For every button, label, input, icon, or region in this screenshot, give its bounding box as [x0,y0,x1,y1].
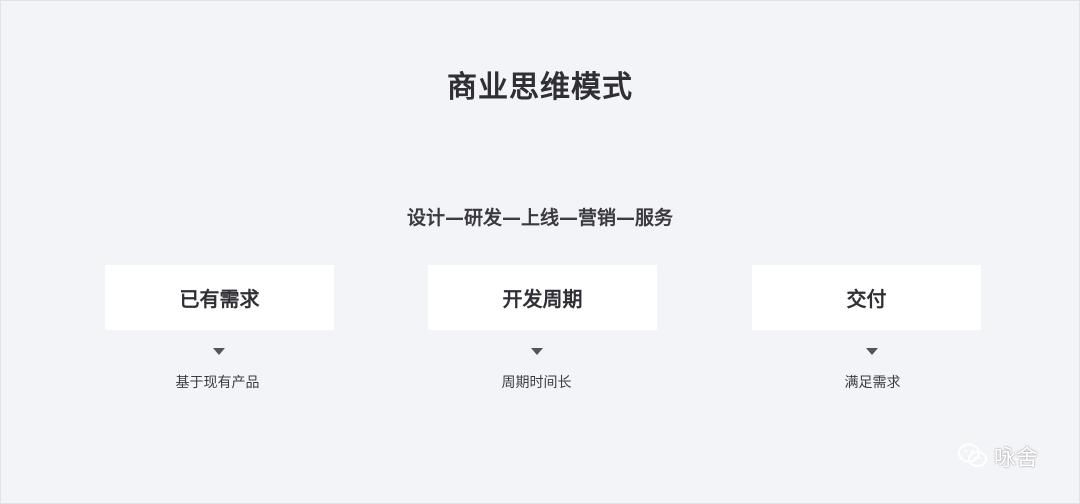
card-development-cycle: 开发周期 [428,265,657,330]
down-arrow-icon [213,348,225,355]
card-delivery: 交付 [752,265,981,330]
note-delivery: 满足需求 [844,375,901,391]
diagram-title: 商业思维模式 [447,70,633,105]
wechat-icon [958,443,988,469]
watermark-text: 咏舍 [994,446,1039,471]
note-development-cycle: 周期时间长 [501,375,572,391]
note-existing-demand: 基于现有产品 [175,375,260,391]
down-arrow-icon [531,348,543,355]
down-arrow-icon [866,348,878,355]
process-chain-subtitle: 设计—研发—上线—营销—服务 [406,207,673,229]
card-existing-demand: 已有需求 [105,265,334,330]
watermark: 咏舍 [958,440,1038,472]
